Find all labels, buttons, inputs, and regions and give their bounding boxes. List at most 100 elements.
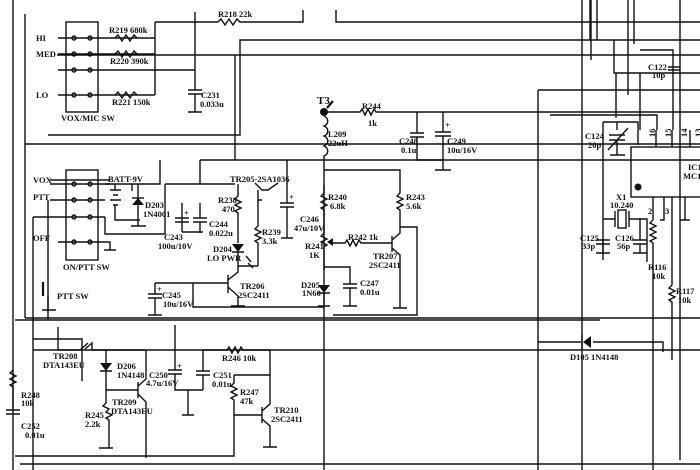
r241-label: R241	[305, 241, 324, 251]
c252-value: 0.01u	[25, 430, 45, 440]
potentiometer-wiper	[327, 238, 333, 246]
capacitor-c251	[196, 350, 210, 390]
transistor-tr209	[137, 350, 147, 458]
c243-value: 100u/10V	[158, 241, 193, 251]
tr210-label: TR210	[274, 405, 299, 415]
c124-value: 20p	[588, 140, 602, 150]
polarity-plus: +	[445, 120, 450, 130]
capacitor-c231	[188, 12, 202, 113]
ic-mc14	[630, 146, 700, 198]
resistor-r117	[667, 197, 677, 360]
c248-label: C248	[399, 136, 418, 146]
c245-value: 10u/16V	[163, 299, 194, 309]
resistor-r238	[233, 184, 243, 243]
capacitor-c122	[640, 49, 680, 130]
inductor-l209	[322, 115, 329, 470]
vox-mic-med-label: MED	[36, 49, 56, 59]
diode-d205	[318, 285, 330, 293]
d105-label: D105 1N4148	[570, 352, 618, 362]
d204-value: LO PWR	[207, 253, 242, 263]
svg-text:2: 2	[648, 206, 652, 216]
resistors-r240-r241	[319, 185, 329, 270]
transistor-tr205	[254, 182, 279, 201]
wire	[165, 159, 700, 185]
r117-value: 10k	[678, 295, 692, 305]
on-ptt-vox-label: VOX	[33, 175, 53, 185]
polarity-plus: +	[157, 284, 162, 294]
wire	[538, 341, 664, 352]
capacitor-c245	[148, 282, 193, 316]
r220-label: R220 390k	[110, 56, 149, 66]
c124-label: C124	[585, 131, 605, 141]
tr210-value: 2SC2411	[271, 414, 303, 424]
resistor-r221	[114, 90, 138, 100]
c248-value: 0.1u	[401, 145, 417, 155]
wire	[48, 39, 700, 136]
svg-text:3: 3	[665, 206, 669, 216]
vox-mic-contacts	[58, 21, 218, 98]
diode-d206	[100, 363, 112, 371]
r245-value: 2.2k	[85, 419, 101, 429]
svg-text:16: 16	[647, 129, 657, 138]
c122-value: 10p	[652, 70, 666, 80]
svg-text:13: 13	[693, 129, 700, 138]
transistor-tr206	[193, 266, 245, 307]
r239-value: 3.3k	[262, 236, 278, 246]
tr207-label: TR207	[373, 251, 398, 261]
on-ptt-switch-body[interactable]	[65, 169, 99, 261]
r218-label: R218 22k	[218, 9, 253, 19]
d205-label: D205	[301, 280, 320, 290]
c244-label: C244	[209, 219, 229, 229]
crystal-x1[interactable]	[614, 211, 630, 227]
capacitor-c246	[280, 160, 294, 239]
ic-pin1-marker	[634, 183, 642, 191]
led-d204	[232, 244, 244, 252]
r219-label: R219 680k	[109, 25, 148, 35]
wire	[550, 114, 658, 130]
transistor-tr210	[261, 375, 277, 448]
r247-value: 47k	[240, 396, 254, 406]
r241-value: 1K	[309, 250, 320, 260]
ic-pins: 16 15 14 13 2 3	[647, 128, 700, 216]
polarity-plus: +	[184, 208, 189, 218]
svg-text:15: 15	[663, 129, 673, 138]
r239-label: R239	[262, 227, 281, 237]
wire	[318, 292, 330, 307]
c251-value: 0.01u	[212, 379, 232, 389]
resistor-r116	[648, 197, 658, 470]
on-ptt-ptt-label: PTT	[33, 192, 50, 202]
capacitors-c243-c244	[175, 203, 207, 233]
c247-value: 0.01u	[360, 287, 380, 297]
wire	[42, 296, 56, 311]
r221-label: R221 150k	[112, 97, 151, 107]
c246-value: 47u/10V	[294, 223, 325, 233]
c126-value: 56p	[617, 241, 631, 251]
d205-value: 1N60	[302, 288, 321, 298]
tr208-label: TR208	[53, 351, 78, 361]
capacitor-c124-trimmer[interactable]	[603, 121, 639, 156]
d203-label: D203	[145, 200, 164, 210]
vox-mic-lo-label: LO	[36, 90, 49, 100]
c251-label: C251	[213, 370, 232, 380]
vox-mic-switch-body[interactable]	[65, 21, 99, 113]
r117-label: R117	[676, 286, 695, 296]
resistor-r246	[203, 345, 270, 355]
tr209-label: TR209	[112, 397, 137, 407]
x1-value: 10.240	[610, 200, 633, 210]
capacitor-c249	[435, 112, 451, 171]
c250-value: 4.7u/16V	[146, 378, 179, 388]
c243-label: C243	[164, 232, 183, 242]
c231-label: C231	[201, 90, 220, 100]
l209-label: L209	[328, 129, 346, 139]
c250-label: C250	[149, 370, 168, 380]
d203-value: 1N4001	[143, 209, 170, 219]
vox-mic-sw-label: VOX/MIC SW	[61, 113, 115, 123]
c126-label: C126	[615, 233, 634, 243]
on-ptt-sw-label: ON/PTT SW	[63, 262, 110, 272]
svg-text:14: 14	[679, 128, 689, 137]
capacitor-c250	[168, 325, 203, 416]
r247-label: R247	[240, 387, 260, 397]
x1-label: X1	[616, 192, 626, 202]
resistor-r244	[324, 107, 700, 117]
